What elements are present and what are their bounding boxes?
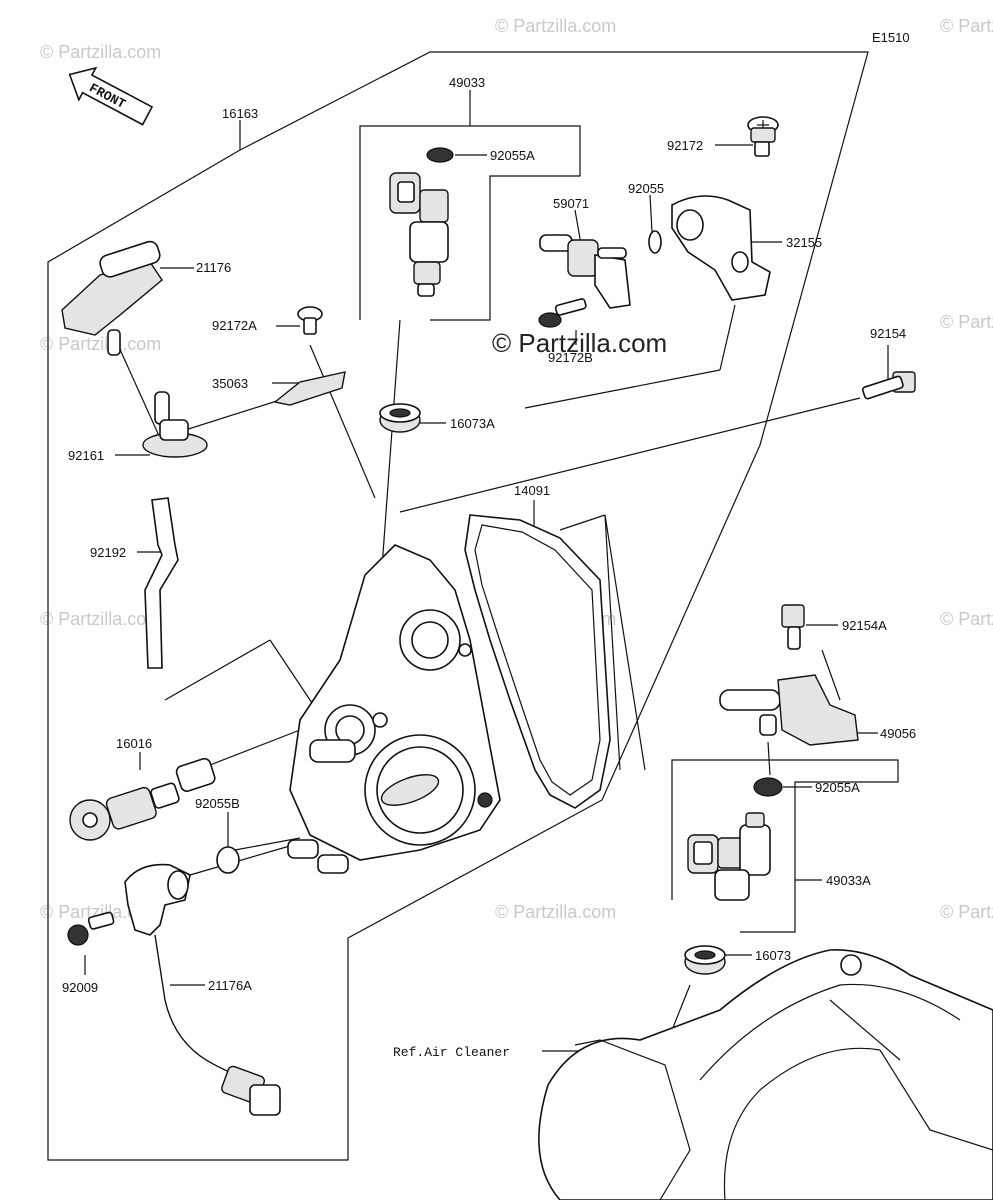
label-92009: 92009 (62, 980, 98, 995)
label-92172A: 92172A (212, 318, 257, 333)
label-92055: 92055 (628, 181, 664, 196)
label-21176A: 21176A (208, 978, 252, 993)
label-16016: 16016 (116, 736, 152, 751)
sensor-21176A (124, 863, 281, 1116)
label-92154A: 92154A (842, 618, 887, 633)
hose-92192 (144, 497, 179, 669)
oring-92055A-right (753, 777, 783, 797)
label-92154: 92154 (870, 326, 906, 341)
label-49056: 49056 (880, 726, 916, 741)
seal-16073A (379, 403, 421, 433)
part-labels: 16163 49033 92055A 92172 92055 59071 321… (62, 75, 916, 1060)
label-49033: 49033 (449, 75, 485, 90)
watermark: © Partzilla.com (495, 16, 616, 36)
bracket-49033 (359, 125, 581, 321)
watermark: © Partzilla.com (40, 609, 161, 629)
label-92172B: 92172B (548, 350, 593, 365)
bolt-92154 (861, 371, 916, 400)
pipe-49056 (719, 674, 859, 746)
label-92055A-right: 92055A (815, 780, 860, 795)
watermark: © Partzilla.com (940, 609, 993, 629)
label-32155: 32155 (786, 235, 822, 250)
air-cleaner-reference (538, 949, 993, 1200)
label-92161: 92161 (68, 448, 104, 463)
bracket-49033A (671, 759, 899, 933)
bolt-92154A (781, 604, 805, 650)
cover-14091 (464, 514, 611, 809)
sensor-16016 (69, 757, 216, 841)
watermark: © Partzilla.com (40, 42, 161, 62)
watermark: © Partzilla.com (40, 334, 161, 354)
screw-92172B (538, 298, 587, 328)
label-16073A: 16073A (450, 416, 495, 431)
screw-92172 (747, 116, 779, 157)
injector-49033 (389, 147, 454, 297)
label-ref-air-cleaner: Ref.Air Cleaner (393, 1045, 510, 1060)
label-14091: 14091 (514, 483, 550, 498)
watermark: © Partzilla.com (940, 902, 993, 922)
label-92055A-top: 92055A (490, 148, 535, 163)
front-arrow-icon: FRONT (68, 66, 154, 126)
oring-92055B (216, 846, 240, 874)
injector-49033A (687, 812, 771, 901)
watermark: © Partzilla.com (495, 902, 616, 922)
diagram-code: E1510 (872, 30, 910, 45)
bolt-92009 (67, 911, 115, 946)
center-watermark: © Partzilla.com (492, 328, 667, 358)
throttle-body (287, 544, 501, 874)
label-21176: 21176 (196, 260, 231, 275)
assembly-boundary (47, 51, 869, 1161)
sensor-21176 (61, 240, 163, 356)
label-92055B: 92055B (195, 796, 240, 811)
label-49033A: 49033A (826, 873, 871, 888)
label-16073: 16073 (755, 948, 791, 963)
leader-lines (84, 120, 889, 1052)
label-92172: 92172 (667, 138, 703, 153)
oring-92055 (648, 230, 662, 254)
fitting-92161 (142, 391, 208, 458)
watermark: © Partzilla.com (940, 312, 993, 332)
label-35063: 35063 (212, 376, 248, 391)
seal-16073 (684, 945, 726, 975)
label-59071: 59071 (553, 196, 589, 211)
screw-92172A (297, 306, 323, 335)
label-92192: 92192 (90, 545, 126, 560)
holder-32155 (671, 195, 771, 301)
label-16163: 16163 (222, 106, 258, 121)
plate-35063 (273, 371, 346, 406)
sensor-59071 (539, 234, 631, 309)
watermark: © Partzilla.com (940, 16, 993, 36)
